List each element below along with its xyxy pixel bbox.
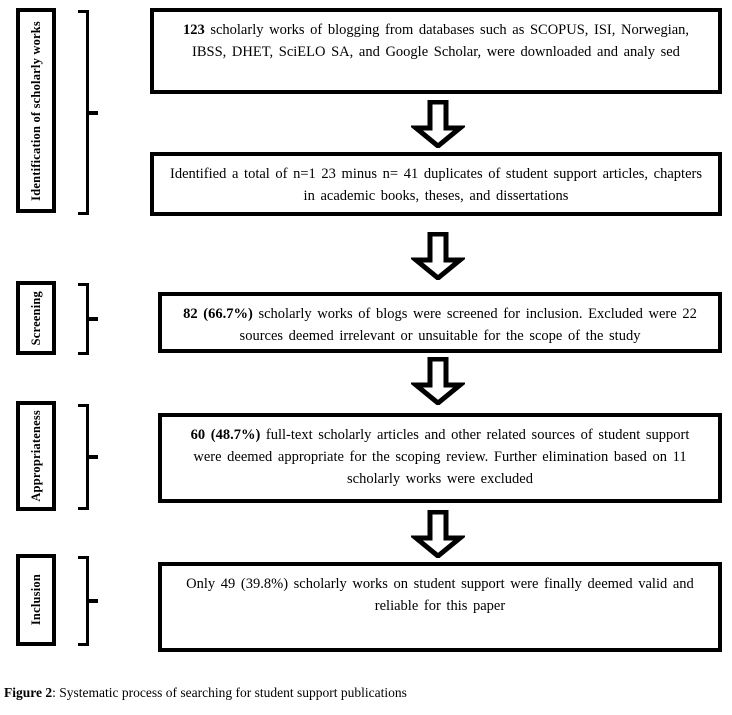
- brace-nub-mid: [86, 110, 98, 115]
- flow-box-appropriateness-text: 60 (48.7%) full-text scholarly articles …: [190, 427, 690, 487]
- stage-label-identification: Identification of scholarly works: [16, 8, 56, 213]
- arrow-down-3: [411, 357, 465, 405]
- stage-label-inclusion-text: Inclusion: [28, 574, 43, 626]
- flow-box-inclusion: Only 49 (39.8%) scholarly works on stude…: [158, 562, 722, 652]
- stage-label-identification-text: Identification of scholarly works: [28, 20, 43, 201]
- brace-nub-bottom: [78, 212, 89, 215]
- flow-box-screening-lead: 82 (66.7%): [183, 306, 253, 322]
- brace-appropriateness: [78, 404, 100, 510]
- arrow-down-icon: [411, 232, 465, 280]
- arrow-down-2: [411, 232, 465, 280]
- brace-nub-mid: [86, 317, 98, 321]
- figure-caption: Figure 2: Systematic process of searchin…: [4, 684, 407, 702]
- brace-nub-bottom: [78, 507, 89, 510]
- flow-box-screening: 82 (66.7%) scholarly works of blogs were…: [158, 292, 722, 353]
- flow-box-appropriateness: 60 (48.7%) full-text scholarly articles …: [158, 413, 722, 503]
- brace-nub-top: [78, 283, 89, 286]
- arrow-down-4: [411, 510, 465, 558]
- brace-nub-top: [78, 404, 89, 407]
- brace-identification: [78, 10, 100, 215]
- stage-label-screening-text: Screening: [28, 290, 43, 346]
- brace-nub-mid: [86, 599, 98, 603]
- stage-label-inclusion: Inclusion: [16, 554, 56, 646]
- brace-nub-bottom: [78, 352, 89, 355]
- stage-label-appropriateness: Appropriateness: [16, 401, 56, 511]
- flow-box-screening-text: 82 (66.7%) scholarly works of blogs were…: [183, 306, 697, 344]
- flow-box-appropriateness-lead: 60 (48.7%): [190, 427, 261, 443]
- flow-box-duplicates: Identified a total of n=1 23 minus n= 41…: [150, 152, 722, 216]
- brace-nub-top: [78, 10, 89, 13]
- brace-nub-mid: [86, 455, 98, 459]
- brace-nub-bottom: [78, 643, 89, 646]
- arrow-down-1: [411, 100, 465, 148]
- figure-caption-text: Systematic process of searching for stud…: [59, 685, 407, 700]
- brace-screening: [78, 283, 100, 355]
- figure-caption-label: Figure 2: [4, 685, 53, 700]
- flow-box-duplicates-text: Identified a total of n=1 23 minus n= 41…: [169, 166, 702, 204]
- stage-label-appropriateness-text: Appropriateness: [28, 410, 43, 502]
- flow-box-search-lead: 123: [182, 22, 205, 38]
- stage-label-screening: Screening: [16, 281, 56, 355]
- flow-box-search: 123 scholarly works of blogging from dat…: [150, 8, 722, 94]
- flow-box-search-text: 123 scholarly works of blogging from dat…: [182, 22, 690, 60]
- brace-nub-top: [78, 556, 89, 559]
- flow-box-inclusion-text: Only 49 (39.8%) scholarly works on stude…: [186, 576, 694, 614]
- arrow-down-icon: [411, 510, 465, 558]
- arrow-down-icon: [411, 100, 465, 148]
- arrow-down-icon: [411, 357, 465, 405]
- brace-inclusion: [78, 556, 100, 646]
- figure-caption-separator: :: [52, 685, 60, 700]
